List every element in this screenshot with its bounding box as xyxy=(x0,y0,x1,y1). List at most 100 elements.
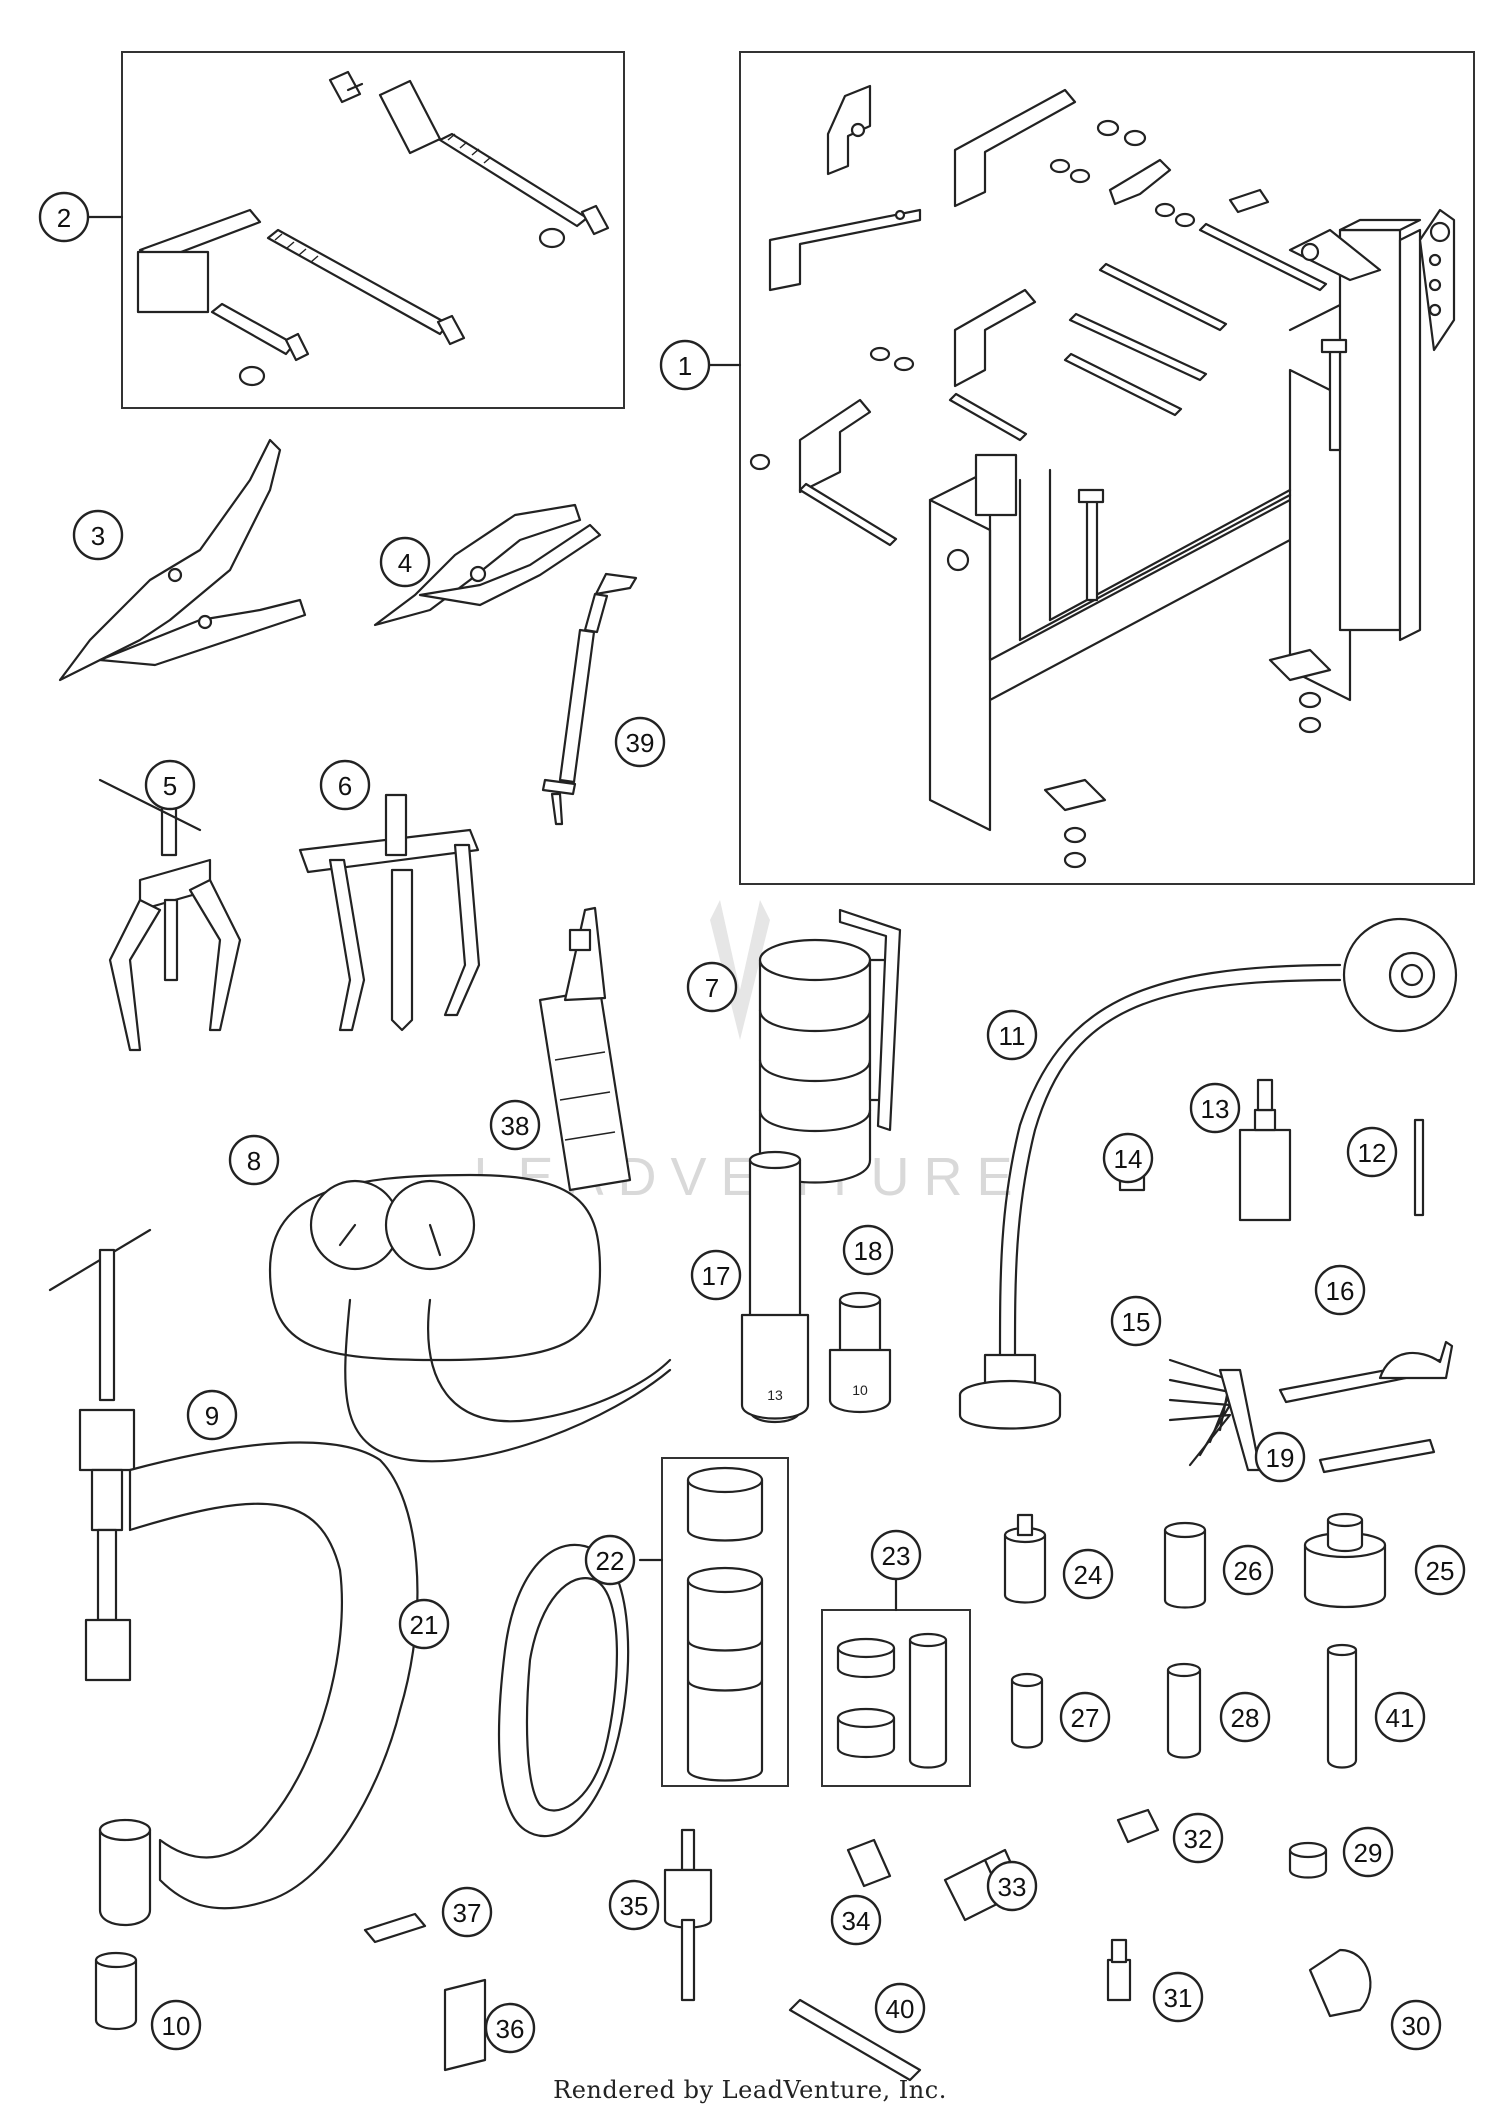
drift-41 xyxy=(1326,1643,1358,1769)
callout-circle xyxy=(1059,1691,1111,1743)
callout-22: 22 xyxy=(584,1534,636,1586)
callout-21: 21 xyxy=(398,1598,450,1650)
callout-5: 5 xyxy=(144,759,196,811)
kit-2-parts xyxy=(136,70,610,387)
spring-34 xyxy=(846,1838,892,1888)
callout-circle xyxy=(1172,1812,1224,1864)
callout-33: 33 xyxy=(986,1860,1038,1912)
callout-circle xyxy=(659,339,711,391)
callout-number: 13 xyxy=(1201,1094,1230,1124)
callout-number: 30 xyxy=(1402,2011,1431,2041)
callout-circle xyxy=(441,1886,493,1938)
plug-32 xyxy=(1116,1808,1160,1844)
callout-circle xyxy=(584,1534,636,1586)
callout-circle xyxy=(986,1009,1038,1061)
callout-19: 19 xyxy=(1254,1431,1306,1483)
callout-41: 41 xyxy=(1374,1691,1426,1743)
callout-15: 15 xyxy=(1110,1295,1162,1347)
kit-2-frame xyxy=(121,51,625,409)
piston-ring-compressor xyxy=(758,908,902,1184)
callout-circle xyxy=(690,1249,742,1301)
retaining-ring-21 xyxy=(497,1543,630,1838)
callout-number: 6 xyxy=(338,771,352,801)
gauge-strip-19 xyxy=(1318,1438,1436,1474)
drift-25 xyxy=(1303,1512,1387,1609)
two-arm-puller-large xyxy=(298,793,481,1032)
callout-number: 9 xyxy=(205,1401,219,1431)
callout-circle xyxy=(228,1134,280,1186)
callout-number: 27 xyxy=(1071,1703,1100,1733)
bottle-13 xyxy=(1238,1078,1292,1222)
threaded-rod-40 xyxy=(788,1998,922,2082)
callout-circle xyxy=(1314,1264,1366,1316)
callout-40: 40 xyxy=(874,1982,926,2034)
callout-number: 14 xyxy=(1114,1144,1143,1174)
callout-37: 37 xyxy=(441,1886,493,1938)
callout-30: 30 xyxy=(1390,1999,1442,2051)
callout-17: 17 xyxy=(690,1249,742,1301)
callout-number: 2 xyxy=(57,203,71,233)
callout-39: 39 xyxy=(614,716,666,768)
callout-circle xyxy=(1390,1999,1442,2051)
callout-number: 29 xyxy=(1354,1838,1383,1868)
valve-spring-compressor xyxy=(48,1228,419,1927)
grease-syringe xyxy=(541,572,638,826)
socket-13-and-10: 13 10 xyxy=(740,1150,892,1424)
callout-11: 11 xyxy=(986,1009,1038,1061)
callout-circle xyxy=(608,1879,660,1931)
callout-circle xyxy=(72,509,124,561)
callout-number: 26 xyxy=(1234,1556,1263,1586)
callout-number: 1 xyxy=(678,351,692,381)
callout-circle xyxy=(1189,1082,1241,1134)
drift-27 xyxy=(1010,1672,1044,1749)
callout-9: 9 xyxy=(186,1389,238,1441)
callout-circle xyxy=(1219,1691,1271,1743)
kit-23-frame xyxy=(821,1609,971,1787)
callout-26: 26 xyxy=(1222,1544,1274,1596)
callout-35: 35 xyxy=(608,1879,660,1931)
kit-22-frame xyxy=(661,1457,789,1787)
valve-tool-10 xyxy=(94,1951,138,2031)
callout-circle xyxy=(1342,1826,1394,1878)
callout-23: 23 xyxy=(870,1529,922,1581)
callout-number: 39 xyxy=(626,728,655,758)
callout-circle xyxy=(1152,1971,1204,2023)
callout-circle xyxy=(484,2002,536,2054)
callout-3: 3 xyxy=(72,509,124,561)
pressure-gauge-set xyxy=(268,1173,672,1463)
callout-circle xyxy=(842,1224,894,1276)
callout-34: 34 xyxy=(830,1894,882,1946)
callout-25: 25 xyxy=(1414,1544,1466,1596)
callout-number: 8 xyxy=(247,1146,261,1176)
callout-36: 36 xyxy=(484,2002,536,2054)
callout-number: 5 xyxy=(163,771,177,801)
callout-number: 17 xyxy=(702,1261,731,1291)
callout-14: 14 xyxy=(1102,1132,1154,1184)
callout-number: 36 xyxy=(496,2014,525,2044)
callout-number: 23 xyxy=(882,1541,911,1571)
callout-circle xyxy=(1062,1548,1114,1600)
callout-number: 40 xyxy=(886,1994,915,2024)
threadlocker-tube xyxy=(538,906,632,1192)
cap-29 xyxy=(1288,1841,1328,1879)
pin-12 xyxy=(1413,1118,1425,1217)
callout-number: 35 xyxy=(620,1891,649,1921)
leader-lines xyxy=(86,215,898,1612)
callout-24: 24 xyxy=(1062,1548,1114,1600)
kit-1-frame xyxy=(739,51,1475,885)
callout-circle xyxy=(379,536,431,588)
two-arm-puller-small xyxy=(98,778,242,1052)
clip-37 xyxy=(363,1912,427,1944)
callout-number: 34 xyxy=(842,1906,871,1936)
socket-13-label: 13 xyxy=(767,1387,783,1403)
callout-number: 15 xyxy=(1122,1307,1151,1337)
callout-8: 8 xyxy=(228,1134,280,1186)
callout-number: 37 xyxy=(453,1898,482,1928)
callout-number: 18 xyxy=(854,1236,883,1266)
callout-number: 10 xyxy=(162,2011,191,2041)
callout-circle xyxy=(489,1099,541,1151)
callout-38: 38 xyxy=(489,1099,541,1151)
hose-clamp-pliers xyxy=(373,503,602,627)
